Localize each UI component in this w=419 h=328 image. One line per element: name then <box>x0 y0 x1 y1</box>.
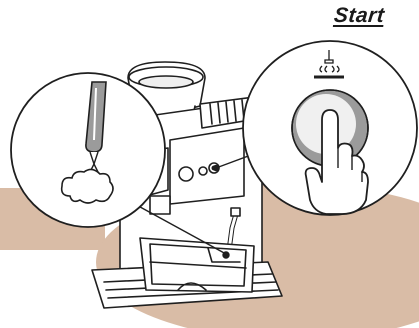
start-button-callout <box>243 41 417 215</box>
cleaning-basket <box>140 238 254 292</box>
control-panel <box>170 128 244 204</box>
start-label: Start <box>333 4 386 28</box>
mode-dial <box>199 167 207 175</box>
power-dial <box>179 167 193 181</box>
steam-wand-callout <box>11 73 165 227</box>
